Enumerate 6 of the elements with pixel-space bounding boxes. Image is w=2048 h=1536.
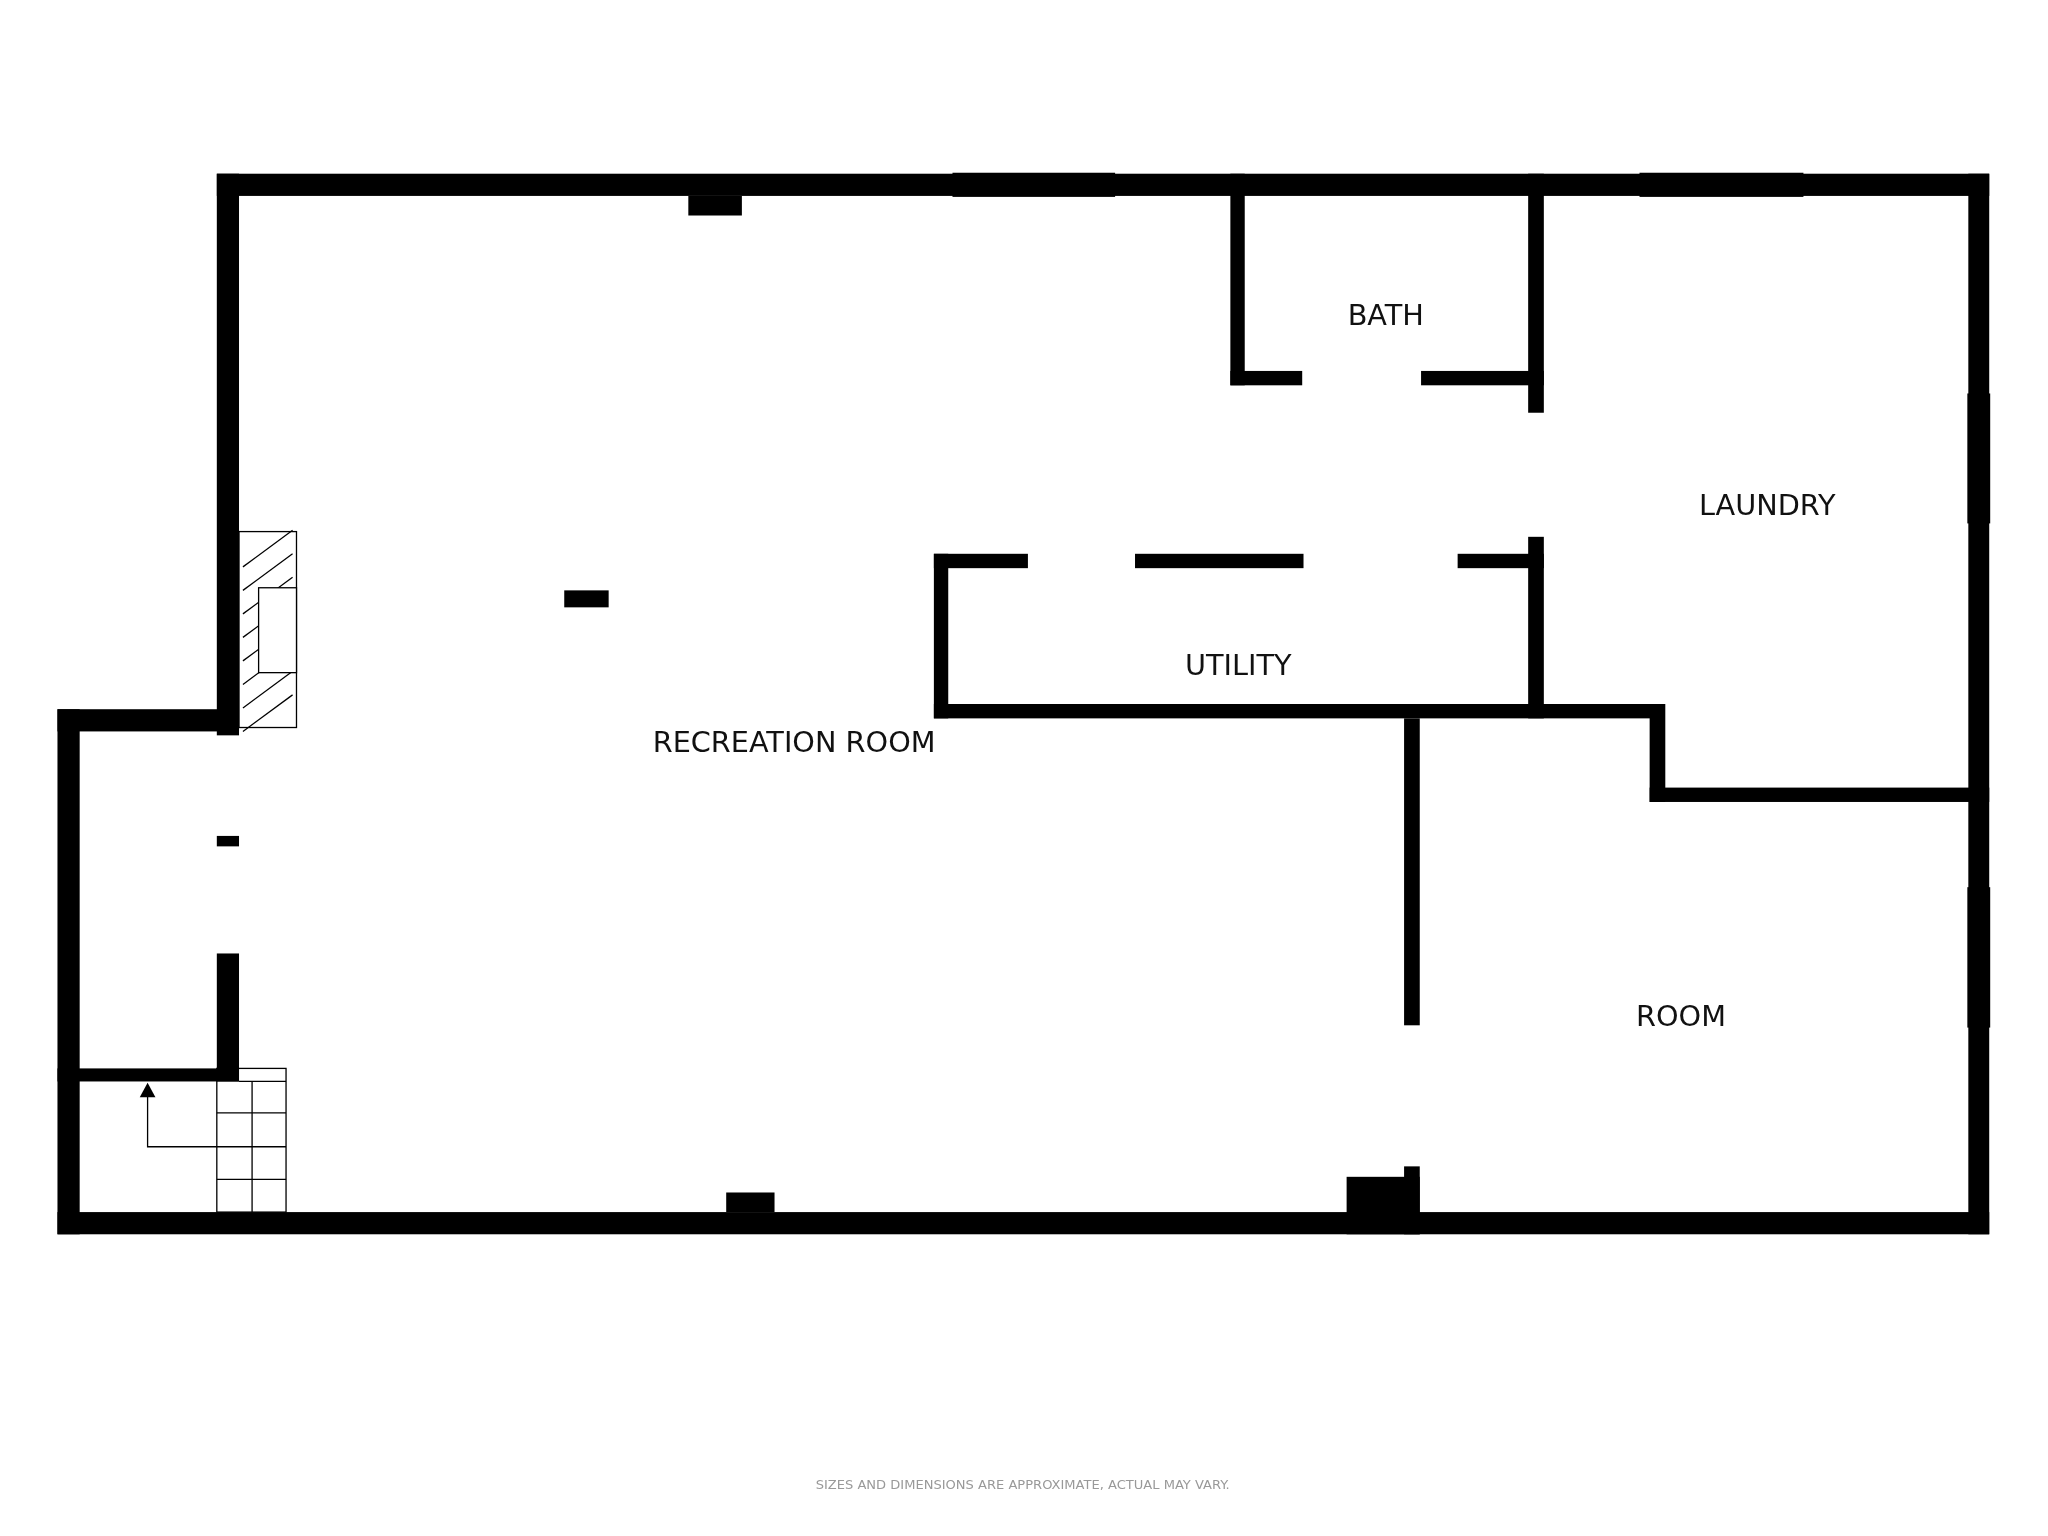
- room-label: ROOM: [1636, 999, 1726, 1034]
- room-label: UTILITY: [1184, 647, 1292, 682]
- room-label: LAUNDRY: [1698, 488, 1836, 523]
- room-label: RECREATION ROOM: [652, 724, 936, 759]
- room-label: BATH: [1347, 297, 1424, 332]
- disclaimer-note: SIZES AND DIMENSIONS ARE APPROXIMATE, ACTUAL MAY VARY.: [815, 1476, 1230, 1492]
